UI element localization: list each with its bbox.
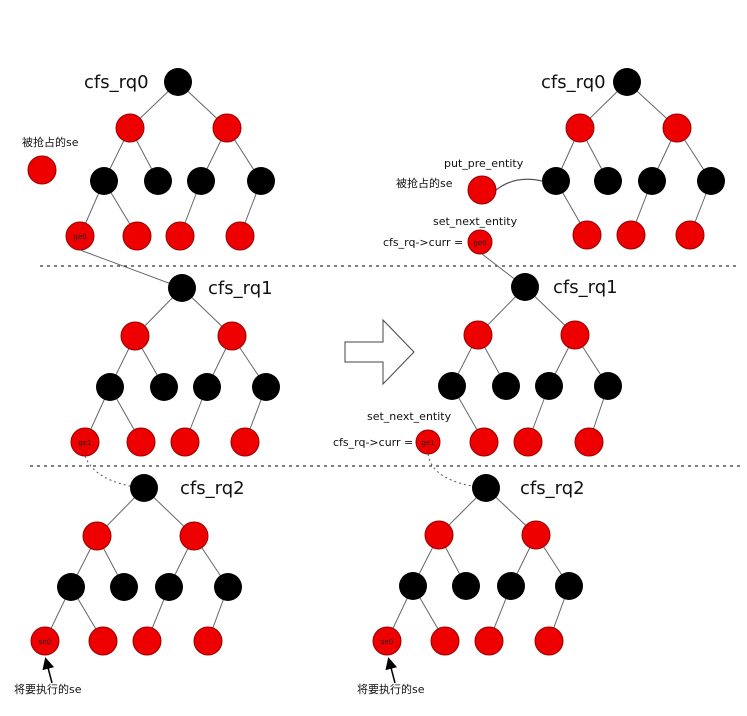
rb-node-black bbox=[492, 372, 520, 400]
rb-node-red bbox=[463, 320, 493, 350]
right-set-next-entity-mid: set_next_entity bbox=[367, 410, 452, 423]
rb-node-black bbox=[168, 274, 196, 302]
left-preempted-se-node bbox=[27, 155, 57, 185]
rb-node-red bbox=[88, 626, 118, 656]
right-arrow-icon bbox=[385, 657, 398, 684]
rb-node-red bbox=[217, 321, 247, 351]
rb-node-black bbox=[555, 572, 583, 600]
rb-node-red bbox=[82, 521, 112, 551]
rb-node-red bbox=[534, 626, 564, 656]
rb-node-black bbox=[164, 68, 192, 96]
rb-node-black bbox=[144, 167, 172, 195]
left-rq2-leaf-se: se0 bbox=[39, 638, 51, 646]
rb-node-black bbox=[472, 474, 500, 502]
right-rq0-title: cfs_rq0 bbox=[541, 72, 606, 93]
rb-node-black bbox=[193, 373, 221, 401]
rb-node-red bbox=[565, 113, 595, 143]
rb-node-red bbox=[212, 113, 242, 143]
right-curr-mid-se: ge1 bbox=[421, 439, 434, 447]
rb-node-black bbox=[438, 372, 466, 400]
right-preempted-se-node bbox=[467, 175, 497, 205]
right-rq1-title: cfs_rq1 bbox=[553, 277, 618, 298]
rb-node-red bbox=[572, 220, 602, 250]
rb-node-red bbox=[225, 221, 255, 251]
rb-node-black bbox=[187, 167, 215, 195]
rb-node-red bbox=[616, 220, 646, 250]
rb-node-black bbox=[155, 573, 183, 601]
right-curr-top-node bbox=[467, 229, 493, 255]
left-rq1-title: cfs_rq1 bbox=[208, 278, 273, 299]
right-rq1-tree bbox=[438, 273, 622, 457]
rb-node-black bbox=[638, 167, 666, 195]
right-set-next-entity-top: set_next_entity bbox=[433, 215, 518, 228]
rb-node-red bbox=[165, 221, 195, 251]
rb-node-black bbox=[497, 572, 525, 600]
rb-node-black bbox=[247, 167, 275, 195]
rb-node-red bbox=[574, 427, 604, 457]
left-preempted-label: 被抢占的se bbox=[22, 135, 79, 149]
rb-node-red bbox=[662, 113, 692, 143]
right-rq2-title: cfs_rq2 bbox=[520, 478, 585, 499]
rb-node-black bbox=[594, 167, 622, 195]
rb-node-red bbox=[132, 626, 162, 656]
rb-node-black bbox=[542, 167, 570, 195]
right-put-pre-entity-label: put_pre_entity bbox=[444, 157, 524, 170]
rb-node-red bbox=[115, 113, 145, 143]
rb-node-black bbox=[214, 573, 242, 601]
right-to-run-label: 将要执行的se bbox=[357, 682, 425, 696]
left-ge0-to-rq1-link bbox=[79, 249, 183, 289]
right-put-pre-link bbox=[495, 178, 543, 191]
rb-node-red bbox=[424, 520, 454, 550]
rb-node-black bbox=[110, 573, 138, 601]
right-curr-mid-label: cfs_rq->curr = bbox=[333, 436, 413, 449]
rb-node-red-se0 bbox=[372, 626, 402, 656]
right-curr-top-label: cfs_rq->curr = bbox=[383, 236, 463, 249]
left-rq0-title: cfs_rq0 bbox=[84, 72, 149, 93]
rb-node-black bbox=[511, 273, 539, 301]
right-rq0-tree bbox=[542, 68, 725, 250]
rb-node-black bbox=[96, 373, 124, 401]
rb-node-red bbox=[474, 626, 504, 656]
rb-node-black bbox=[252, 373, 280, 401]
rb-node-red-se0 bbox=[30, 626, 60, 656]
rb-node-red bbox=[513, 427, 543, 457]
right-curr-top-se: ge0 bbox=[473, 239, 486, 247]
left-arrow-icon bbox=[42, 657, 55, 684]
rb-node-red bbox=[126, 427, 156, 457]
rb-node-red bbox=[120, 321, 150, 351]
rb-node-red bbox=[170, 427, 200, 457]
rb-node-black bbox=[594, 372, 622, 400]
rb-node-black bbox=[90, 167, 118, 195]
right-preempted-label: 被抢占的se bbox=[396, 176, 453, 190]
rb-node-black bbox=[399, 572, 427, 600]
rb-node-black bbox=[452, 572, 480, 600]
rb-node-black bbox=[697, 167, 725, 195]
left-rq2-title: cfs_rq2 bbox=[180, 478, 245, 499]
rb-node-red bbox=[122, 221, 152, 251]
rb-node-black bbox=[130, 474, 158, 502]
rb-node-red bbox=[430, 626, 460, 656]
left-rq1-tree bbox=[70, 274, 280, 457]
rb-node-red bbox=[675, 220, 705, 250]
rb-node-red bbox=[230, 427, 260, 457]
left-rq2-tree bbox=[30, 474, 242, 656]
left-rq0-leaf-se: ge0 bbox=[73, 233, 86, 241]
right-rq2-tree bbox=[372, 474, 583, 656]
rb-node-red bbox=[521, 520, 551, 550]
right-rq2-leaf-se: se0 bbox=[381, 638, 393, 646]
left-to-run-label: 将要执行的se bbox=[14, 682, 82, 696]
rb-node-red bbox=[560, 320, 590, 350]
left-rq0-tree bbox=[65, 68, 275, 251]
rb-node-black bbox=[57, 573, 85, 601]
rb-node-red bbox=[193, 626, 223, 656]
rb-node-black bbox=[613, 68, 641, 96]
rb-node-black bbox=[150, 373, 178, 401]
rb-node-black bbox=[535, 372, 563, 400]
rb-node-red bbox=[469, 427, 499, 457]
transition-arrow-icon bbox=[344, 318, 415, 386]
rb-node-red bbox=[179, 521, 209, 551]
right-ge1-to-rq2-link bbox=[427, 453, 486, 489]
left-rq1-leaf-se: ge1 bbox=[78, 439, 91, 447]
